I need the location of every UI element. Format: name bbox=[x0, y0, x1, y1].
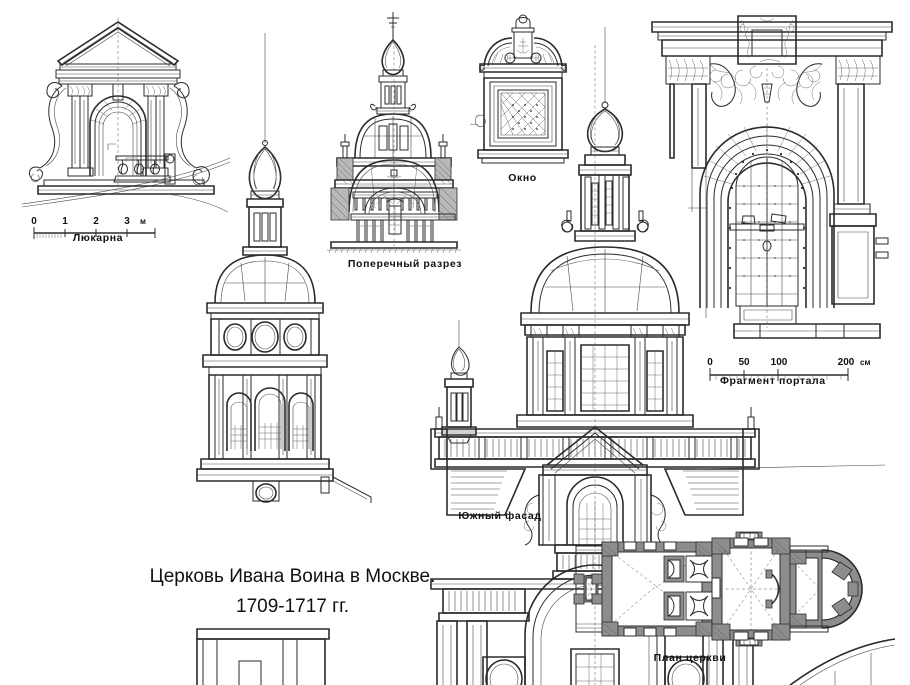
figure-portal-fragment: 0 50 100 200 см bbox=[648, 8, 898, 393]
figure-lucarne: 0 1 2 3 м bbox=[18, 8, 233, 261]
figure-window bbox=[469, 12, 575, 172]
portal-scale-tick-3: 200 bbox=[838, 357, 855, 368]
lucarne-scale-bar: 0 1 2 3 м bbox=[31, 216, 156, 239]
figure-church-plan bbox=[572, 531, 863, 647]
caption-lucarne: Люкарна bbox=[72, 232, 124, 244]
caption-cross-section: Поперечный разрез bbox=[347, 258, 463, 270]
scale-tick-1: 1 bbox=[62, 216, 68, 227]
scale-tick-0: 0 bbox=[31, 216, 37, 227]
plate-title-line1: Церковь Ивана Воина в Москве. bbox=[149, 566, 436, 587]
figure-south-facade bbox=[195, 25, 896, 685]
portal-scale-unit: см bbox=[860, 358, 870, 367]
caption-south-facade: Южный фасад bbox=[458, 510, 542, 522]
plate-title-line2: 1709-1717 гг. bbox=[236, 596, 349, 617]
caption-church-plan: План церкви bbox=[653, 652, 727, 664]
lucarne-drawing bbox=[21, 18, 231, 213]
caption-window: Окно bbox=[508, 172, 537, 184]
portal-scale-tick-2: 100 bbox=[771, 357, 788, 368]
caption-portal-fragment: Фрагмент портала bbox=[720, 375, 826, 387]
scale-tick-3: 3 bbox=[124, 216, 130, 227]
portal-scale-tick-0: 0 bbox=[707, 357, 713, 368]
portal-fragment-drawing bbox=[651, 15, 893, 339]
south-facade-drawing bbox=[196, 27, 896, 685]
church-plan-drawing bbox=[573, 531, 863, 647]
figure-cross-section bbox=[305, 10, 495, 260]
portal-scale-bar: 0 50 100 200 см bbox=[707, 357, 870, 381]
window-drawing bbox=[469, 14, 569, 164]
portal-scale-tick-1: 50 bbox=[738, 357, 750, 368]
cross-section-drawing bbox=[327, 12, 461, 254]
scale-tick-2: 2 bbox=[93, 216, 99, 227]
scale-unit: м bbox=[140, 217, 146, 226]
